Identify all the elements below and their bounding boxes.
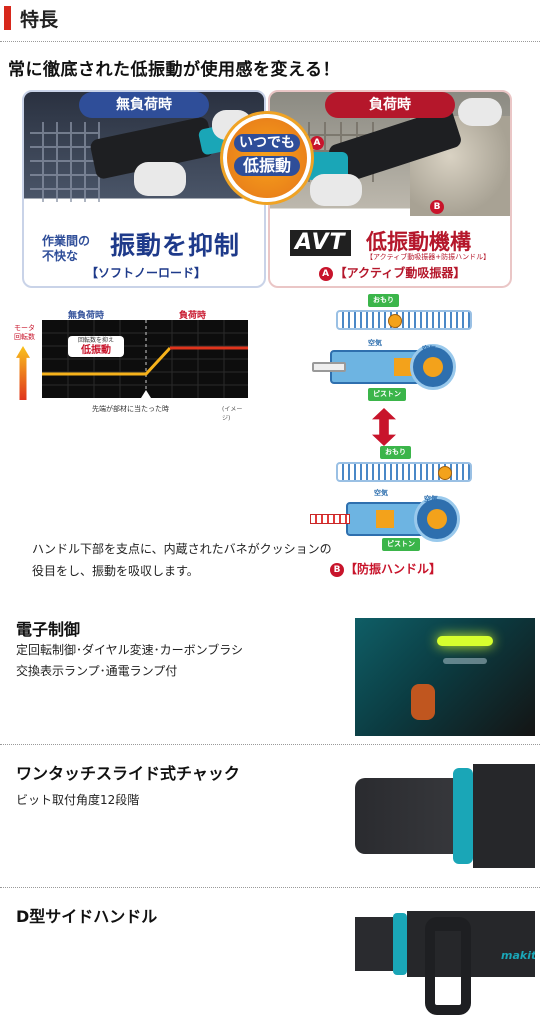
header-divider [0,41,540,42]
spring-box [336,310,472,330]
bit-holder-impact [310,514,350,524]
handle-description: ハンドル下部を支点に、内蔵されたバネがクッションの役目をし、振動を吸収します。 [32,542,332,578]
graph-x-label: 先端が部材に当たった時 [92,405,169,413]
lamp-reflection [443,658,487,664]
piston-tag: ピストン [382,538,420,551]
air-label-2: 空気 [422,345,436,353]
feature-d-side-handle: D型サイドハンドル makita [0,889,540,1024]
caption-low-vibration-mechanism: 低振動機構 [366,230,471,254]
feature-desc-line2: 交換表示ランプ･通電ランプ付 [16,664,178,678]
state-change-arrow-icon [372,408,396,446]
no-load-line [42,346,172,376]
glove-image [134,162,186,196]
header-accent-bar [4,6,11,30]
feature-desc-line1: 定回転制御･ダイヤル変速･カーボンブラシ [16,643,244,657]
air-label-1: 空気 [368,339,382,347]
feature-electronic-control: 電子制御 定回転制御･ダイヤル変速･カーボンブラシ 交換表示ランプ･通電ランプ付 [0,600,540,742]
graph-y-label-line2: 回転数 [14,333,35,341]
glove-image [310,174,362,206]
piston [394,358,412,376]
graph-load-label: 負荷時 [179,311,207,321]
badge-line1: いつでも [234,134,300,152]
headline: 常に徹底された低振動が使用感を変える！ [8,60,340,80]
caption-vibration-suppression: 振動を抑制 [110,231,241,260]
callout-line1: 回転数を抑え [77,337,114,344]
caption-active-damper: A【アクティブ動吸振器】 [270,264,510,281]
makita-logo: makita [501,949,535,962]
bit-holder [312,362,346,372]
marker-a: A [310,136,324,150]
speed-up-arrow-icon [16,346,30,400]
section-divider [0,887,540,888]
air-label-1: 空気 [374,489,388,497]
d-grip-handle [425,917,471,1015]
side-handle-photo: makita [355,897,535,1015]
graph-y-label: モータ 回転数 [14,324,35,342]
section-header: 特長 [0,0,540,42]
mechanism-state-bottom: おもり 空気 空気 ピストン [306,446,496,556]
chuck-ring [453,768,473,864]
chuck-photo [355,756,535,874]
speed-dial [411,684,435,720]
feature-title: 電子制御 [16,620,81,639]
feature-title: D型サイドハンドル [16,907,158,926]
load-label: 負荷時 [325,92,455,118]
damper-mechanism-diagram: おもり 空気 空気 ピストン おもり 空気 空気 ピストン [306,292,496,582]
air-label-2: 空気 [424,495,438,503]
hero-comparison: 無負荷時 作業間の 不快な 振動を抑制 【ソフトノーロード】 A B 負荷時 A… [22,90,512,290]
weight-tag: おもり [368,294,399,307]
badge-b: B [330,563,344,577]
weight-ball [438,466,452,480]
graph-note: (イメージ) [222,406,243,422]
graph-plot-area [42,320,248,398]
impact-marker [141,390,151,398]
anti-vibration-handle-caption: B【防振ハンドル】 [330,560,441,577]
weight-tag: おもり [380,446,411,459]
weight-ball [388,314,402,328]
caption-small: 作業間の 不快な [42,234,90,264]
feature-one-touch-chuck: ワンタッチスライド式チャック ビット取付角度12段階 [0,746,540,886]
caption-active-damper-text: 【アクティブ動吸振器】 [334,266,466,280]
graph-callout: 回転数を抑え 低振動 [68,336,124,357]
badge-line2: 低振動 [234,156,300,176]
feature-desc-line1: ビット取付角度12段階 [16,793,140,807]
feature-title: ワンタッチスライド式チャック [16,764,240,783]
crank-hub [423,357,443,377]
marker-b: B [430,200,444,214]
rebar-grid-image [30,122,100,202]
graph-gridlines [42,320,248,398]
caption-small-line2: 不快な [42,249,79,263]
chuck-ring [393,913,407,975]
crank-wheel [410,344,456,390]
chuck-part [355,917,395,971]
mechanism-state-top: おもり 空気 空気 ピストン [306,292,496,402]
anti-vibration-handle-text: 【防振ハンドル】 [345,562,442,576]
piston-tag: ピストン [368,388,406,401]
badge-a: A [318,267,333,281]
glove-image [458,98,502,126]
crank-hub [427,509,447,529]
crank-wheel [414,496,460,542]
piston [376,510,394,528]
electronic-control-photo [355,618,535,736]
graph-y-label-line1: モータ [14,324,35,332]
motor-speed-graph: 無負荷時 負荷時 モータ 回転数 回転数を抑え 低振動 先端が部材に当たった時 … [0,298,250,422]
always-low-vibration-badge: いつでも 低振動 [223,114,311,202]
graph-svg [42,320,248,398]
section-title: 特長 [20,9,59,31]
avt-logo: AVT [290,230,351,256]
no-load-label: 無負荷時 [79,92,209,118]
section-divider [0,744,540,745]
no-load-panel: 無負荷時 作業間の 不快な 振動を抑制 【ソフトノーロード】 [22,90,266,288]
load-panel: A B 負荷時 AVT 低振動機構 【アクティブ動吸振器+防振ハンドル】 A【ア… [268,90,512,288]
callout-line2: 低振動 [81,345,111,356]
tool-rear [473,764,535,868]
caption-small-line1: 作業間の [42,234,91,248]
caption-soft-no-load: 【ソフトノーロード】 [85,266,206,280]
caption-mechanism-detail: 【アクティブ動吸振器+防振ハンドル】 [366,253,491,261]
spring-box [336,462,472,482]
graph-no-load-label: 無負荷時 [68,311,105,321]
indicator-lamp [437,636,493,646]
